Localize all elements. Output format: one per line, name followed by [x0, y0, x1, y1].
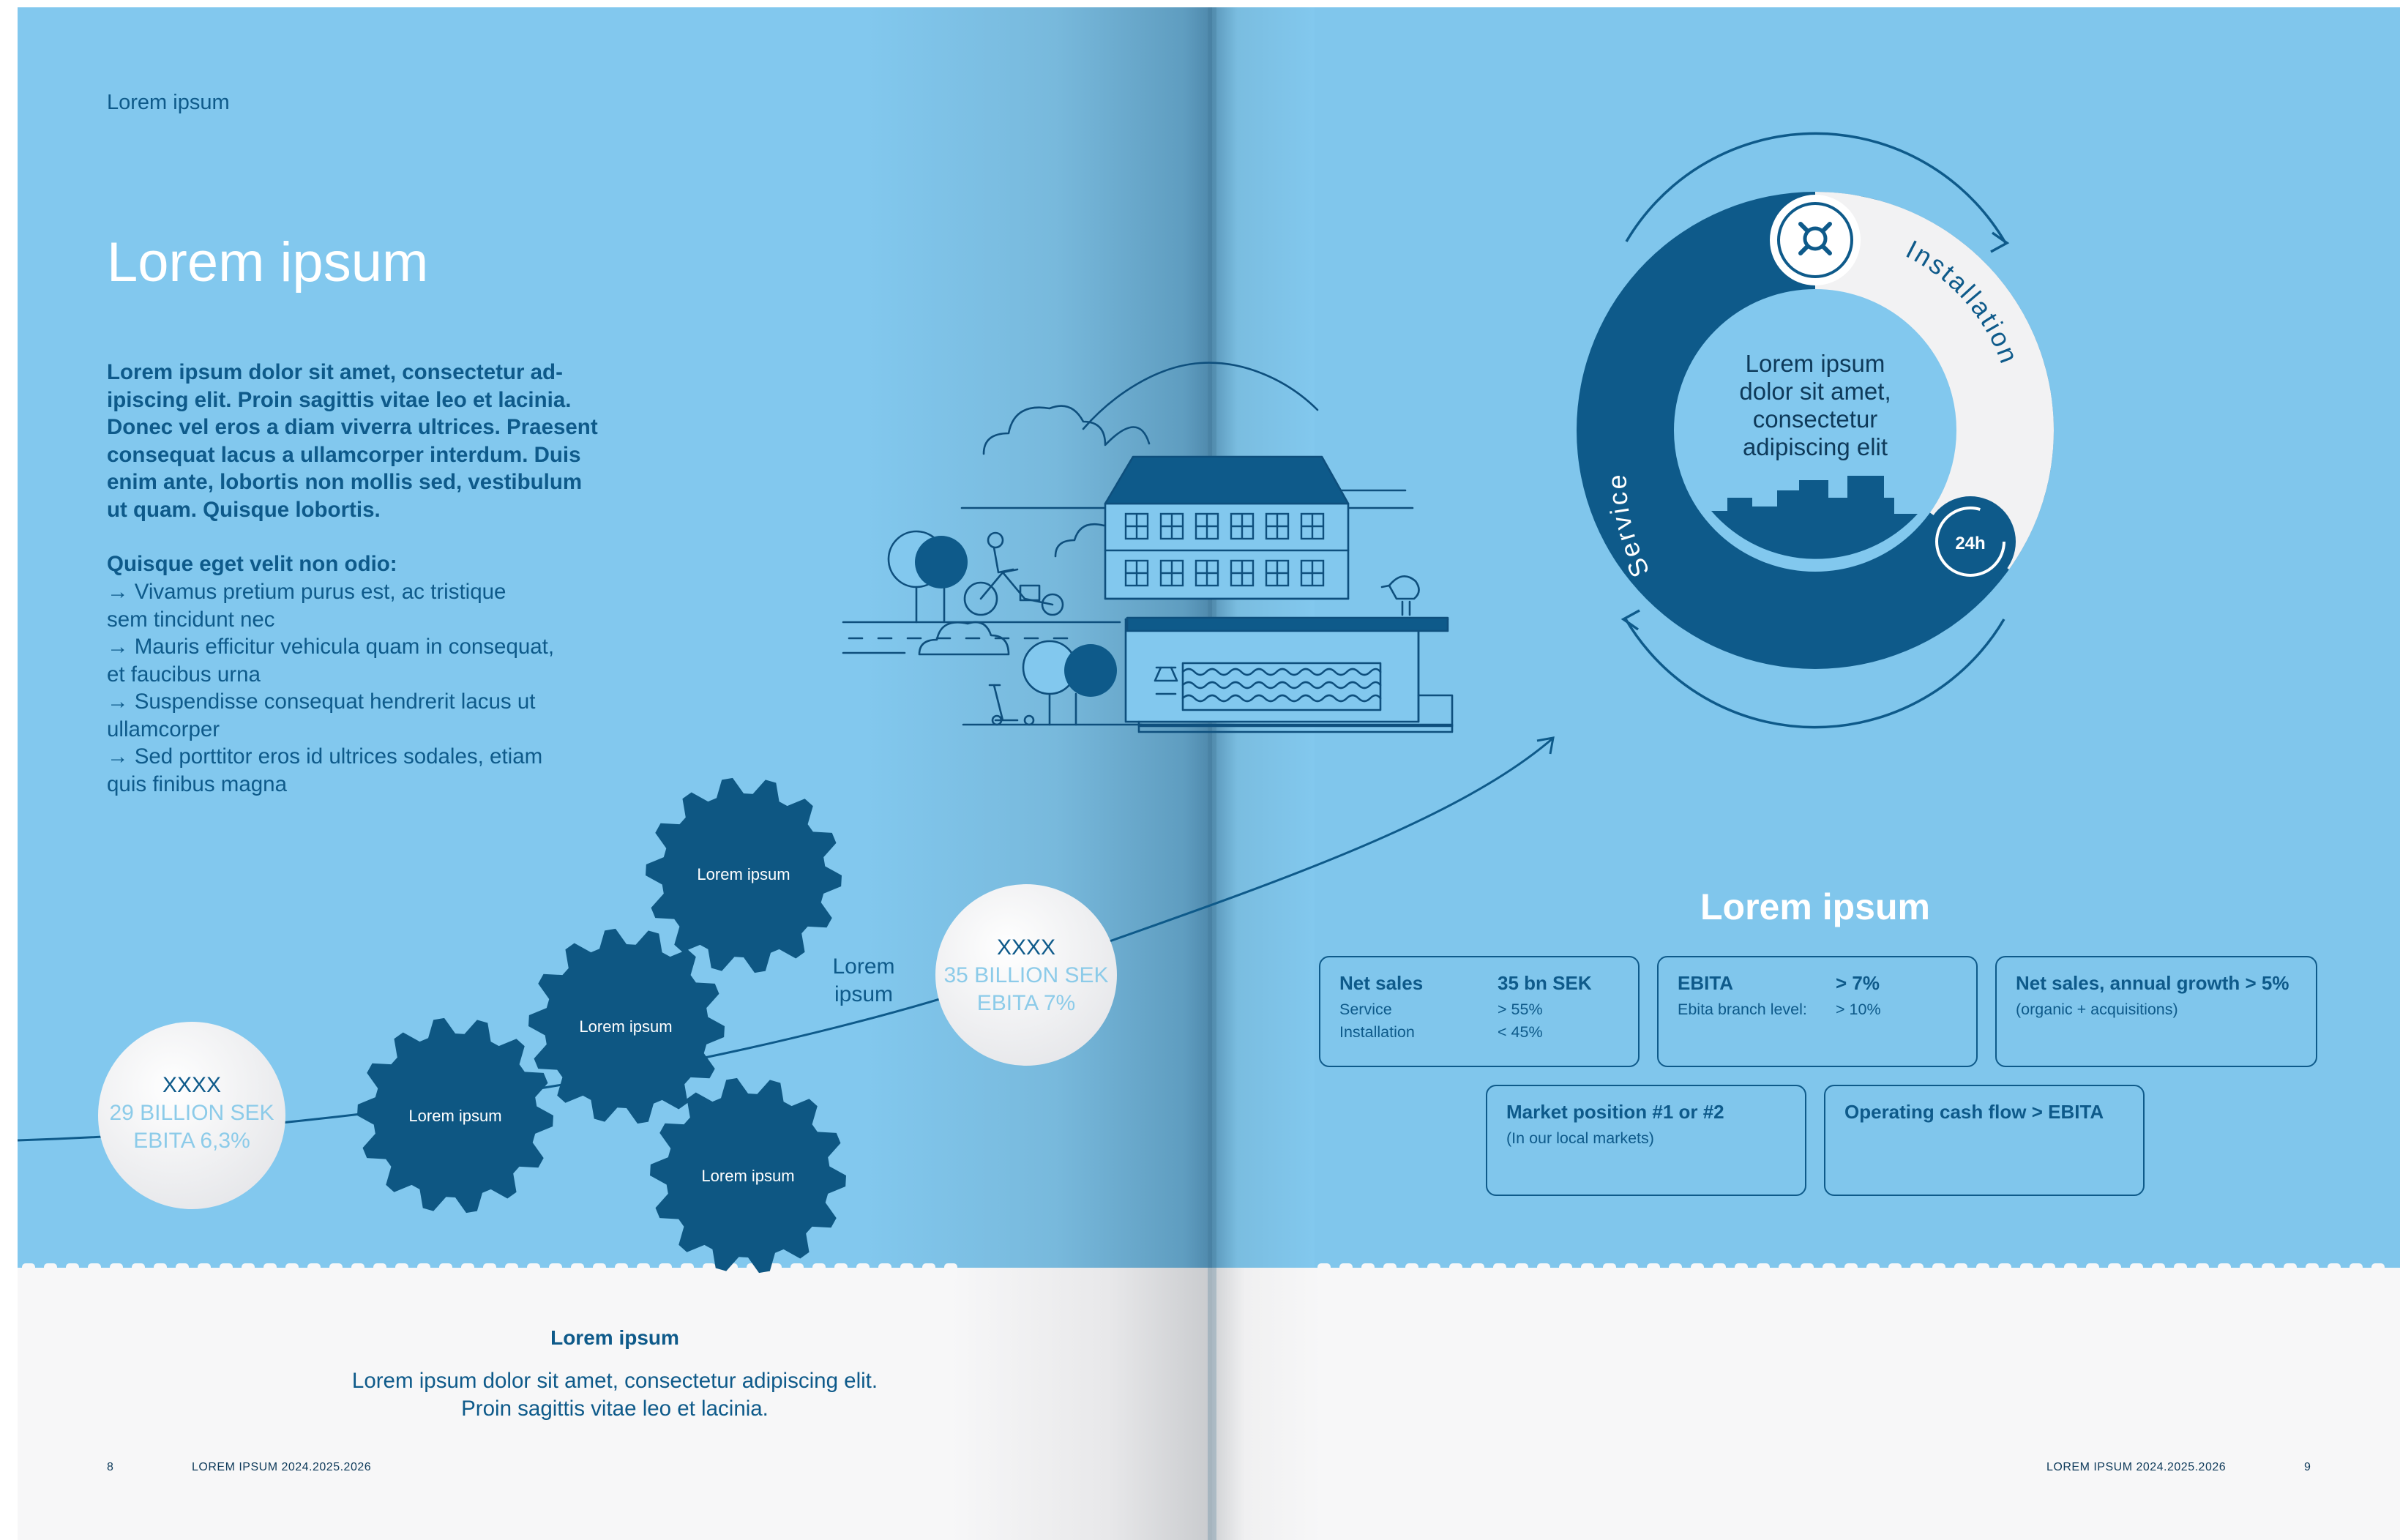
- target-value: 35 bn SEK: [1498, 972, 1592, 994]
- list-item: → Sed porttitor eros id ultrices sodales…: [107, 744, 543, 796]
- gear-label: Lorem ipsum: [701, 1167, 795, 1185]
- target-row-value: > 55%: [1498, 1001, 1543, 1018]
- target-net-sales: Net sales 35 bn SEK Service Installation…: [1319, 956, 1640, 1067]
- page-number-right: 9: [2304, 1461, 2311, 1473]
- target-row-label: Installation: [1339, 1023, 1415, 1041]
- target-ebita: EBITA > 7% Ebita branch level: > 10%: [1657, 956, 1978, 1067]
- milestone-start-ebita: EBITA 6,3%: [133, 1129, 250, 1153]
- gear-label: Lorem ipsum: [697, 865, 790, 883]
- badge-24h: 24h: [1955, 534, 1985, 553]
- ring-center-text: Lorem ipsum dolor sit amet, consectetur …: [1739, 350, 1891, 460]
- target-annual-growth: Net sales, annual growth > 5% (organic +…: [1995, 956, 2317, 1067]
- target-row-label: Ebita branch level:: [1678, 1001, 1807, 1018]
- milestone-mid: XXXX 35 BILLION SEK EBITA 7%: [938, 934, 1114, 1017]
- running-head: Lorem ipsum: [107, 91, 230, 114]
- target-title: Net sales: [1339, 972, 1424, 994]
- target-note: (organic + acquisitions): [2016, 1001, 2178, 1018]
- footer-body: Lorem ipsum dolor sit amet, consectetur …: [351, 1369, 878, 1421]
- milestone-mid-ebita: EBITA 7%: [976, 991, 1076, 1015]
- target-value: > 7%: [1836, 972, 1880, 994]
- target-row-label: Service: [1339, 1001, 1392, 1018]
- milestone-start: XXXX 29 BILLION SEK EBITA 6,3%: [104, 1072, 280, 1155]
- gear-label: Lorem ipsum: [408, 1107, 502, 1125]
- target-title: Operating cash flow > EBITA: [1844, 1101, 2104, 1123]
- target-title: EBITA: [1678, 972, 1734, 994]
- target-market-position: Market position #1 or #2 (In our local m…: [1486, 1085, 1806, 1196]
- target-note: (In our local markets): [1506, 1129, 1654, 1147]
- target-cash-flow: Operating cash flow > EBITA: [1824, 1085, 2145, 1196]
- milestone-mid-label: XXXX: [996, 935, 1056, 960]
- target-row-value: > 10%: [1836, 1001, 1881, 1018]
- targets-title: Lorem ipsum: [1700, 886, 1930, 927]
- gear-label: Lorem ipsum: [579, 1017, 673, 1036]
- page-number-left: 8: [107, 1461, 114, 1473]
- target-title: Market position #1 or #2: [1506, 1101, 1724, 1123]
- folio-right: LOREM IPSUM 2024.2025.2026: [2046, 1461, 2227, 1473]
- page-title: Lorem ipsum: [107, 231, 429, 294]
- milestone-start-sales: 29 BILLION SEK: [109, 1101, 274, 1125]
- folio-left: LOREM IPSUM 2024.2025.2026: [192, 1461, 372, 1473]
- milestone-mid-sales: 35 BILLION SEK: [943, 963, 1109, 987]
- list-subhead: Quisque eget velit non odio:: [107, 552, 397, 576]
- target-row-value: < 45%: [1498, 1023, 1543, 1041]
- lead-paragraph: Lorem ipsum dolor sit amet, consectetur …: [107, 360, 598, 522]
- list-item: → Mauris efficitur vehicula quam in cons…: [107, 635, 555, 687]
- milestone-start-label: XXXX: [162, 1073, 222, 1097]
- target-title: Net sales, annual growth > 5%: [2016, 972, 2289, 994]
- footer-title: Lorem ipsum: [550, 1326, 679, 1349]
- list-item: → Suspendisse consequat hendrerit lacus …: [107, 689, 536, 741]
- arc-label: Lorem ipsum: [832, 954, 895, 1006]
- list-item: → Vivamus pretium purus est, ac tristiqu…: [107, 580, 506, 632]
